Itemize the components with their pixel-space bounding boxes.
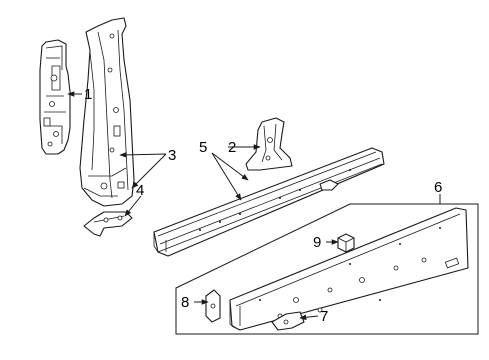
callout-6: 6	[434, 179, 442, 196]
part-2-center-pillar	[245, 117, 293, 171]
callout-5: 5	[199, 139, 207, 156]
callout-2: 2	[228, 139, 236, 156]
callout-3: 3	[168, 147, 176, 164]
leader-3b	[131, 153, 167, 189]
callout-8: 8	[181, 294, 189, 311]
part-4-bracket	[83, 211, 133, 237]
leader-3a	[119, 152, 167, 158]
part-6-rocker-inner	[229, 207, 469, 331]
inset-frame	[175, 203, 479, 335]
leader-lines	[67, 91, 441, 321]
leader-4	[124, 195, 142, 217]
leader-7	[299, 314, 319, 321]
part-1-pillar-inner	[39, 39, 71, 155]
part-8-plate	[205, 289, 221, 323]
callout-1: 1	[84, 86, 92, 103]
leader-5b	[211, 152, 242, 201]
callout-4: 4	[136, 182, 144, 199]
callout-7: 7	[320, 308, 328, 325]
leader-5a	[211, 152, 249, 181]
part-3-pillar-reinforcement	[79, 17, 135, 207]
part-7-clip	[271, 311, 305, 331]
part-5-rocker-outer	[153, 147, 385, 257]
callout-9: 9	[313, 234, 321, 251]
part-9-block	[337, 233, 355, 253]
